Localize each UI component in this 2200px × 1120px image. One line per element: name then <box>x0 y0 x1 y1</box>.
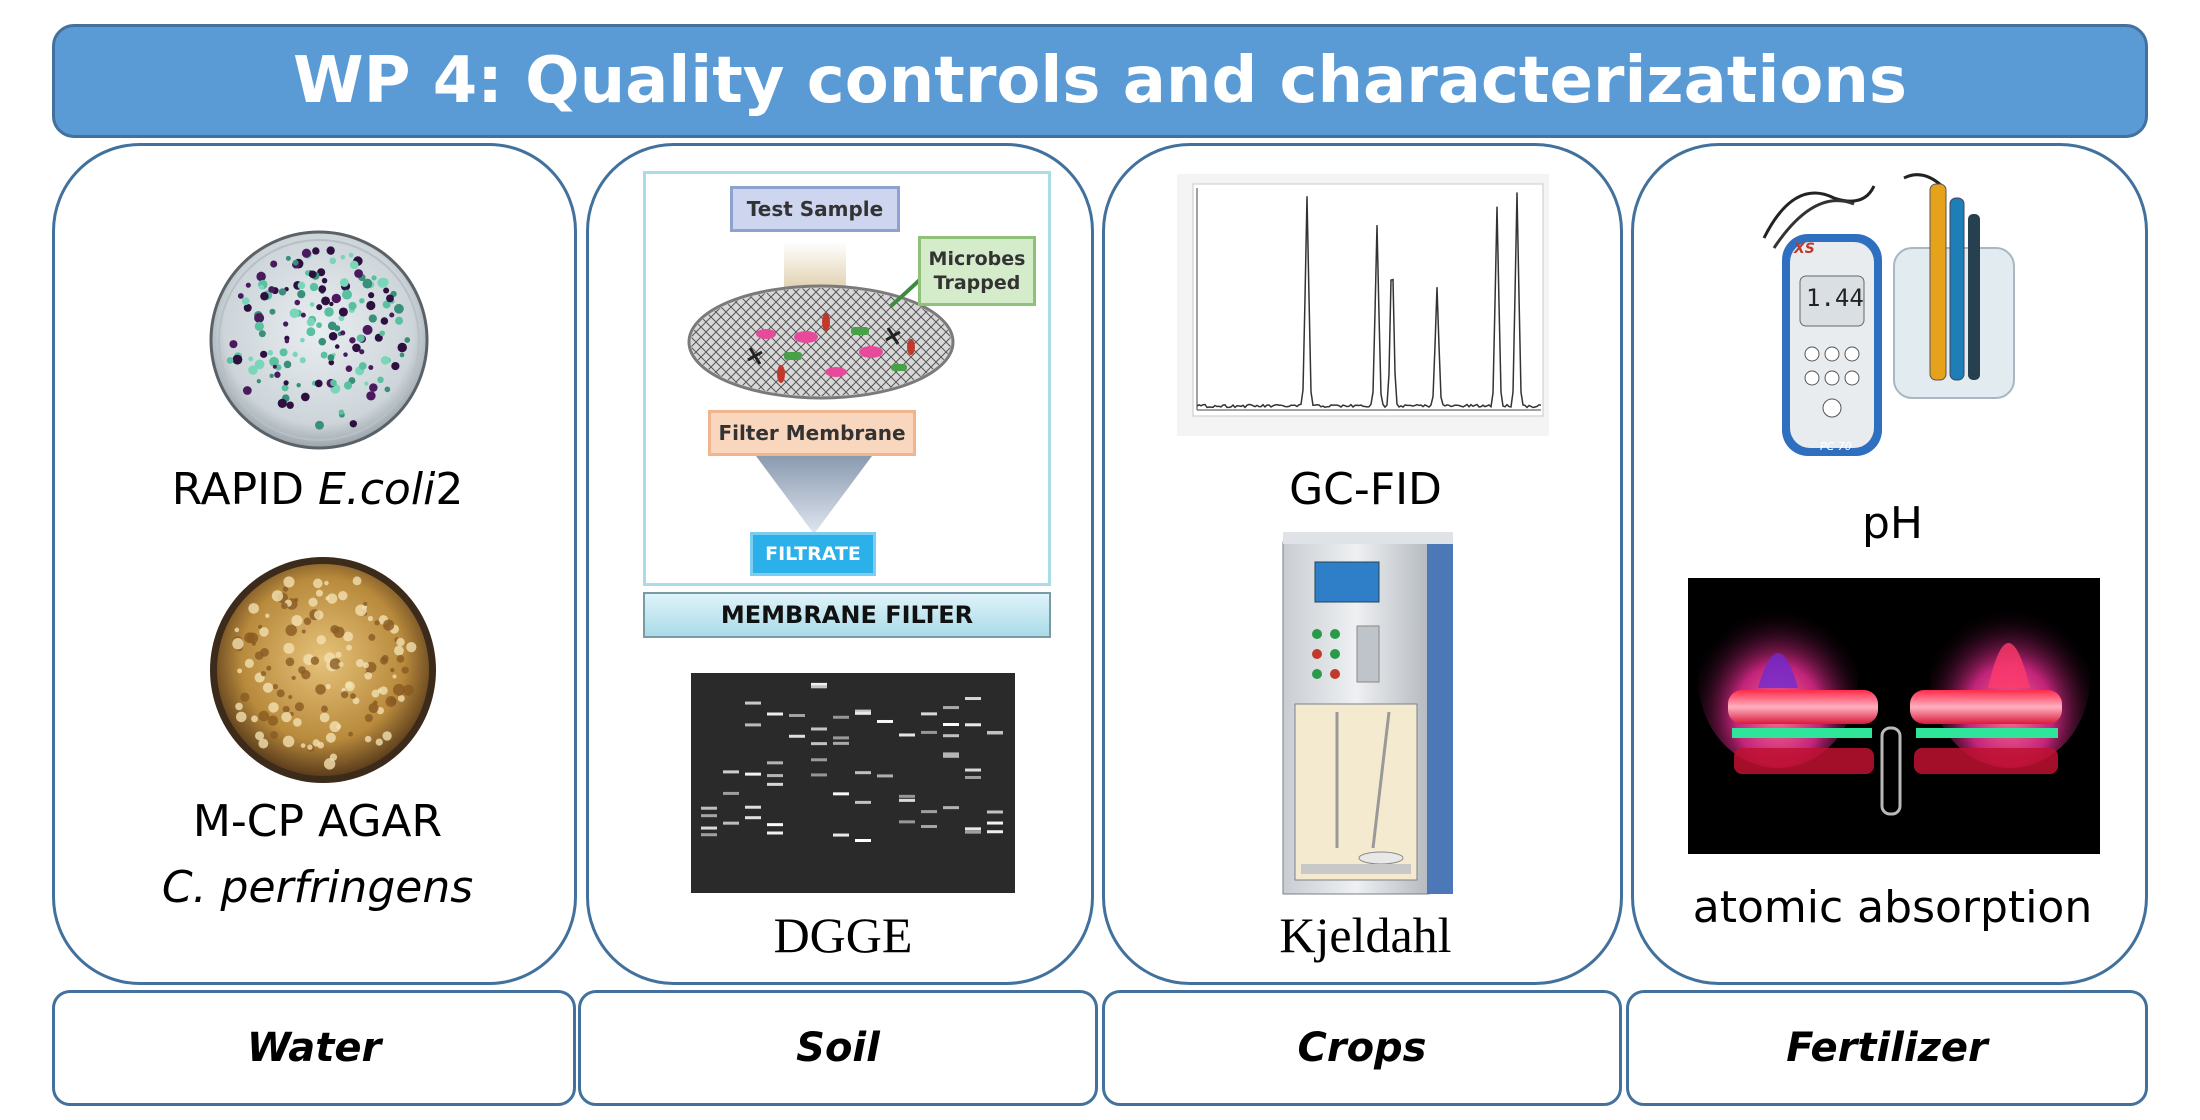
category-water: Water <box>52 990 576 1106</box>
ph-meter-image <box>1762 173 2015 456</box>
microbes-trapped-box: Microbes Trapped <box>918 236 1036 306</box>
atomic-absorption-caption: atomic absorption <box>1692 882 2093 933</box>
category-fertilizer: Fertilizer <box>1626 990 2148 1106</box>
mcp-agar-caption: M-CP AGAR <box>192 796 443 847</box>
mcp-agar-petri-dish-image <box>210 557 436 783</box>
panel-fertilizer: XS 1.44 PC 70 pH atomic absorpt <box>1631 143 2148 985</box>
membrane-filter-diagram: Test Sample <box>643 171 1051 586</box>
kjeldahl-caption: Kjeldahl <box>1279 907 1452 963</box>
filter-membrane-box: Filter Membrane <box>708 410 916 456</box>
ph-meter-brand-label: XS <box>1794 241 1815 257</box>
panel-water: RAPID E.coli2 M-CP AGAR C. perfringens <box>52 143 577 985</box>
ph-meter-reading: 1.44 <box>1806 284 1864 312</box>
c-perfringens-caption: C. perfringens <box>161 862 474 913</box>
ph-caption: pH <box>1861 498 1923 549</box>
dgge-gel-image <box>691 673 1015 893</box>
filter-membrane-disc <box>687 284 955 400</box>
membrane-filter-label: MEMBRANE FILTER <box>643 592 1051 638</box>
dgge-caption: DGGE <box>773 907 913 963</box>
title-banner: WP 4: Quality controls and characterizat… <box>52 24 2148 138</box>
page-title: WP 4: Quality controls and characterizat… <box>292 44 1908 118</box>
rapid-ecoli-caption: RAPID E.coli2 <box>171 464 464 515</box>
atomic-absorption-image <box>1688 578 2100 854</box>
ph-meter-model-label: PC 70 <box>1820 440 1852 453</box>
kjeldahl-apparatus-image <box>1282 532 1453 895</box>
down-arrow-icon <box>756 456 872 534</box>
panel-soil: Test Sample <box>586 143 1094 985</box>
category-soil: Soil <box>578 990 1098 1106</box>
ecoli-petri-dish-image <box>209 230 429 450</box>
gc-fid-caption: GC-FID <box>1289 464 1442 515</box>
filtrate-box: FILTRATE <box>750 532 876 576</box>
gc-fid-chromatogram-image <box>1177 174 1549 436</box>
panel-crops: GC-FID Kjeldahl <box>1102 143 1623 985</box>
category-crops: Crops <box>1102 990 1622 1106</box>
test-sample-box: Test Sample <box>730 186 900 232</box>
